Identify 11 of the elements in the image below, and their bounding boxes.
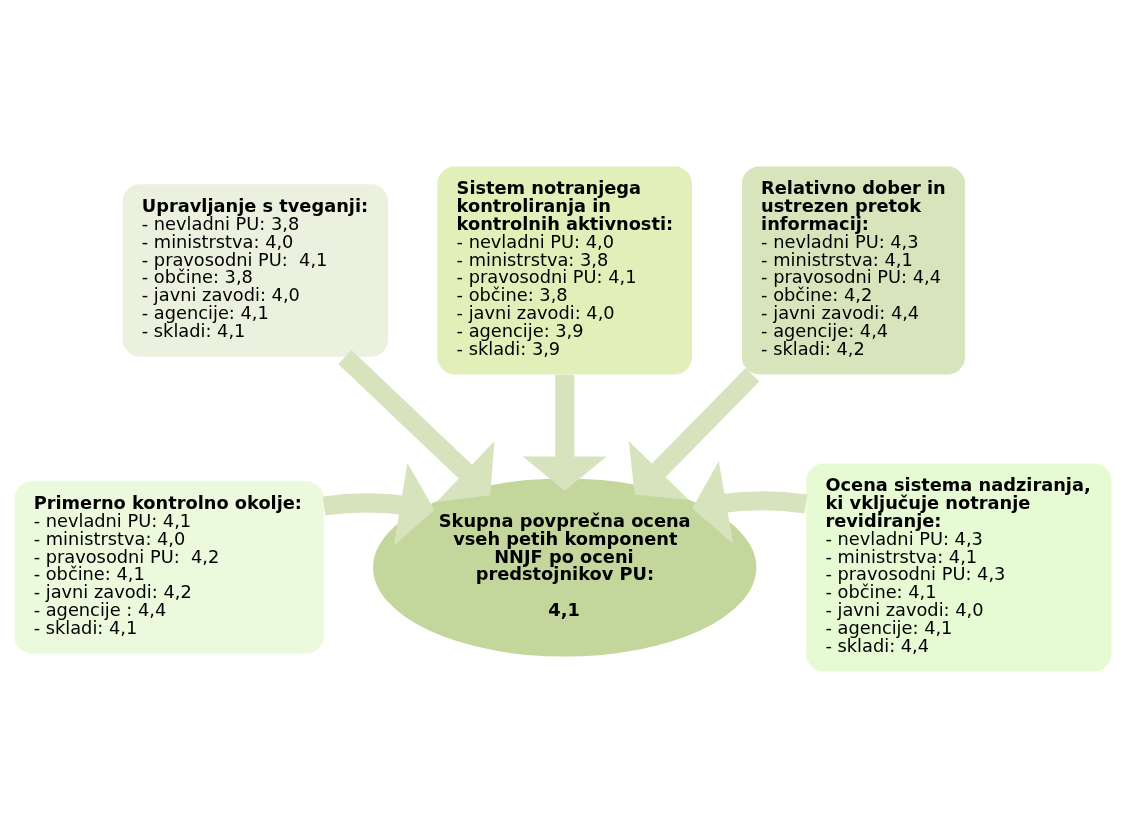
node-box: Upravljanje s tveganji: - nevladni PU: 3,8 - ministrstva: 4,0 - pravosodni PU: 4,1 - občine: 3,8 - javni zavodi: 4,0 - agencije: 4,1 - skladi: 4,1 [122,184,389,357]
arrow [522,374,607,491]
node-box: Ocena sistema nadziranja, ki vključuje notranje revidiranje: - nevladni PU: 4,3 - ministrstva: 4,1 - pravosodni PU: 4,3 - občine: 4,1 - javni zavodi: 4,0 - agencije: 4,1 - skladi: 4,4 [806,463,1112,672]
node-box: Relativno dober in ustrezen pretok informacij: - nevladni PU: 4,3 - ministrstva: 4,1 - pravosodni PU: 4,4 - občine: 4,2 - javni zavodi: 4,4 - agencije: 4,4 - skladi: 4,2 [741,166,966,375]
node-ellipse: Skupna povprečna ocena vseh petih komponent NNJF po oceni predstojnikov PU: 4,1 [373,478,757,657]
arrow [338,350,495,503]
node-box: Sistem notranjega kontroliranja in kontrolnih aktivnosti: - nevladni PU: 4,0 - ministrstva: 3,8 - pravosodni PU: 4,1 - občine: 3,8 - javni zavodi: 4,0 - agencije: 3,9 - skladi: 3,9 [437,166,692,375]
arrow [628,368,760,500]
arrow [322,462,435,546]
arrow [692,461,808,544]
node-box: Primerno kontrolno okolje: - nevladni PU: 4,1 - ministrstva: 4,0 - pravosodni PU: 4,2 - občine: 4,1 - javni zavodi: 4,2 - agencije : 4,4 - skladi: 4,1 [14,481,324,654]
